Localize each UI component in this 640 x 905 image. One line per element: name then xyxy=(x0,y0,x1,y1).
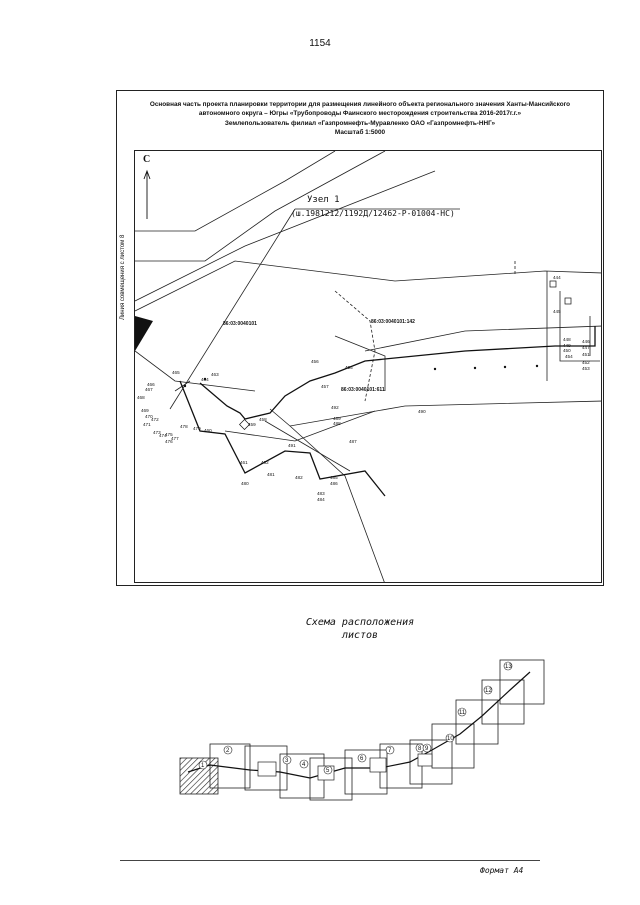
point-label: 466 xyxy=(147,382,155,387)
point-label: 484 xyxy=(317,497,325,502)
point-label: 476 xyxy=(165,439,173,444)
point-label: 465 xyxy=(172,370,180,375)
point-label: 460 xyxy=(204,428,212,433)
point-label: 479 xyxy=(193,426,201,431)
point-label: 492 xyxy=(331,405,339,410)
point-label: 447 xyxy=(582,345,590,350)
point-label: 462 xyxy=(261,460,269,465)
header-scale: Масштаб 1:5000 xyxy=(334,129,386,137)
sheet-number: 7 xyxy=(388,748,392,754)
point-label: 483 xyxy=(317,491,325,496)
point-label: 475 xyxy=(165,432,173,437)
sheet-frame xyxy=(309,757,353,801)
sheet-number: 10 xyxy=(447,736,454,742)
point-label: 480 xyxy=(241,481,249,486)
point-label: 486 xyxy=(330,481,338,486)
point-label: 487 xyxy=(349,439,357,444)
point-label: 470 xyxy=(145,414,153,419)
parcel-label: 86:03:0040101 xyxy=(223,321,257,327)
parcel-label: 86:03:0040101:611 xyxy=(341,387,385,393)
map-viewport: С Узел 1 (ш.1981212/1192Д/12462-Р-01004-… xyxy=(134,150,602,583)
point-label: 446 xyxy=(582,339,590,344)
point-label: 488 xyxy=(333,421,341,426)
point-label: 464 xyxy=(201,377,209,382)
point-label: 445 xyxy=(553,309,561,314)
sheet-number: 3 xyxy=(285,758,289,764)
point-label: 454 xyxy=(565,354,573,359)
point-label: 455 xyxy=(345,365,353,370)
scheme-title-line-1: Схема расположения xyxy=(305,617,415,628)
sheet-frame xyxy=(209,743,251,789)
sheet-number: 13 xyxy=(505,664,512,670)
node-label: Узел 1 xyxy=(307,195,340,205)
sheet-number: 6 xyxy=(360,756,364,762)
sheet-frame xyxy=(344,749,388,795)
sheet-number: 11 xyxy=(459,710,466,716)
point-label: 451 xyxy=(582,352,590,357)
sheet-frame xyxy=(431,723,475,769)
header-line-3: Землепользователь филиал «Газпромнефть-М… xyxy=(224,119,496,127)
header-line-1: Основная часть проекта планировки террит… xyxy=(149,101,571,108)
point-label: 449 xyxy=(563,343,571,348)
point-label: 478 xyxy=(180,424,188,429)
sheet-frame xyxy=(481,679,525,725)
point-label: 444 xyxy=(553,275,561,280)
point-label: 461 xyxy=(240,460,248,465)
sheet-number: 1 xyxy=(201,763,205,769)
sheet-number: 12 xyxy=(485,688,492,694)
node-code: (ш.1981212/1192Д/12462-Р-01004-НС) xyxy=(291,209,455,218)
point-label: 489 xyxy=(333,416,341,421)
sheet-frame xyxy=(455,699,499,745)
point-label: 481 xyxy=(267,472,275,477)
point-label: 450 xyxy=(563,348,571,353)
parcel-label: 86:03:0040101:142 xyxy=(371,319,415,325)
point-label: 472 xyxy=(151,417,159,422)
road-line xyxy=(135,170,436,302)
point-label: 485 xyxy=(330,475,338,480)
point-label: 467 xyxy=(145,387,153,392)
sheet-number: 5 xyxy=(326,768,330,774)
header-line-2: автономного округа – Югры «Трубопроводы … xyxy=(198,110,522,118)
north-letter: С xyxy=(143,154,151,165)
format-label: Формат А4 xyxy=(480,866,524,875)
sheet-number: 9 xyxy=(425,746,429,752)
sheet-number: 2 xyxy=(226,748,230,754)
footer-rule xyxy=(120,860,540,861)
sheet-frame xyxy=(499,659,545,705)
sheet-frame xyxy=(244,745,288,791)
point-label: 482 xyxy=(295,475,303,480)
point-label: 473 xyxy=(153,430,161,435)
point-label: 457 xyxy=(321,384,329,389)
point-label: 456 xyxy=(311,359,319,364)
point-label: 468 xyxy=(137,395,145,400)
point-label: 453 xyxy=(582,366,590,371)
map-drawing xyxy=(135,151,601,582)
scheme-title-line-2: листов xyxy=(341,630,379,641)
sheet-number: 8 xyxy=(418,746,422,752)
sheet-layout-diagram: 1 2 3 4 5 6 7 8 9 10 11 12 13 xyxy=(179,659,545,801)
point-label: 452 xyxy=(582,360,590,365)
point-label: 458 xyxy=(259,417,267,422)
point-label: 469 xyxy=(141,408,149,413)
point-label: 463 xyxy=(211,372,219,377)
point-label: 459 xyxy=(248,422,256,427)
point-label: 491 xyxy=(288,443,296,448)
scheme-title: Схема расположения листов xyxy=(260,616,460,642)
drawing-frame xyxy=(116,90,604,586)
point-label: 474 xyxy=(159,433,167,438)
sheet-frame xyxy=(179,757,219,795)
point-label: 477 xyxy=(171,436,179,441)
page-number: 1154 xyxy=(309,38,331,49)
point-label: 471 xyxy=(143,422,151,427)
point-label: 490 xyxy=(418,409,426,414)
drawing-header: Основная часть проекта планировки террит… xyxy=(130,100,590,138)
point-label: 448 xyxy=(563,337,571,342)
sheet-number: 4 xyxy=(302,762,306,768)
sheet-join-label: Линия совмещения с листом 8 xyxy=(120,234,126,320)
